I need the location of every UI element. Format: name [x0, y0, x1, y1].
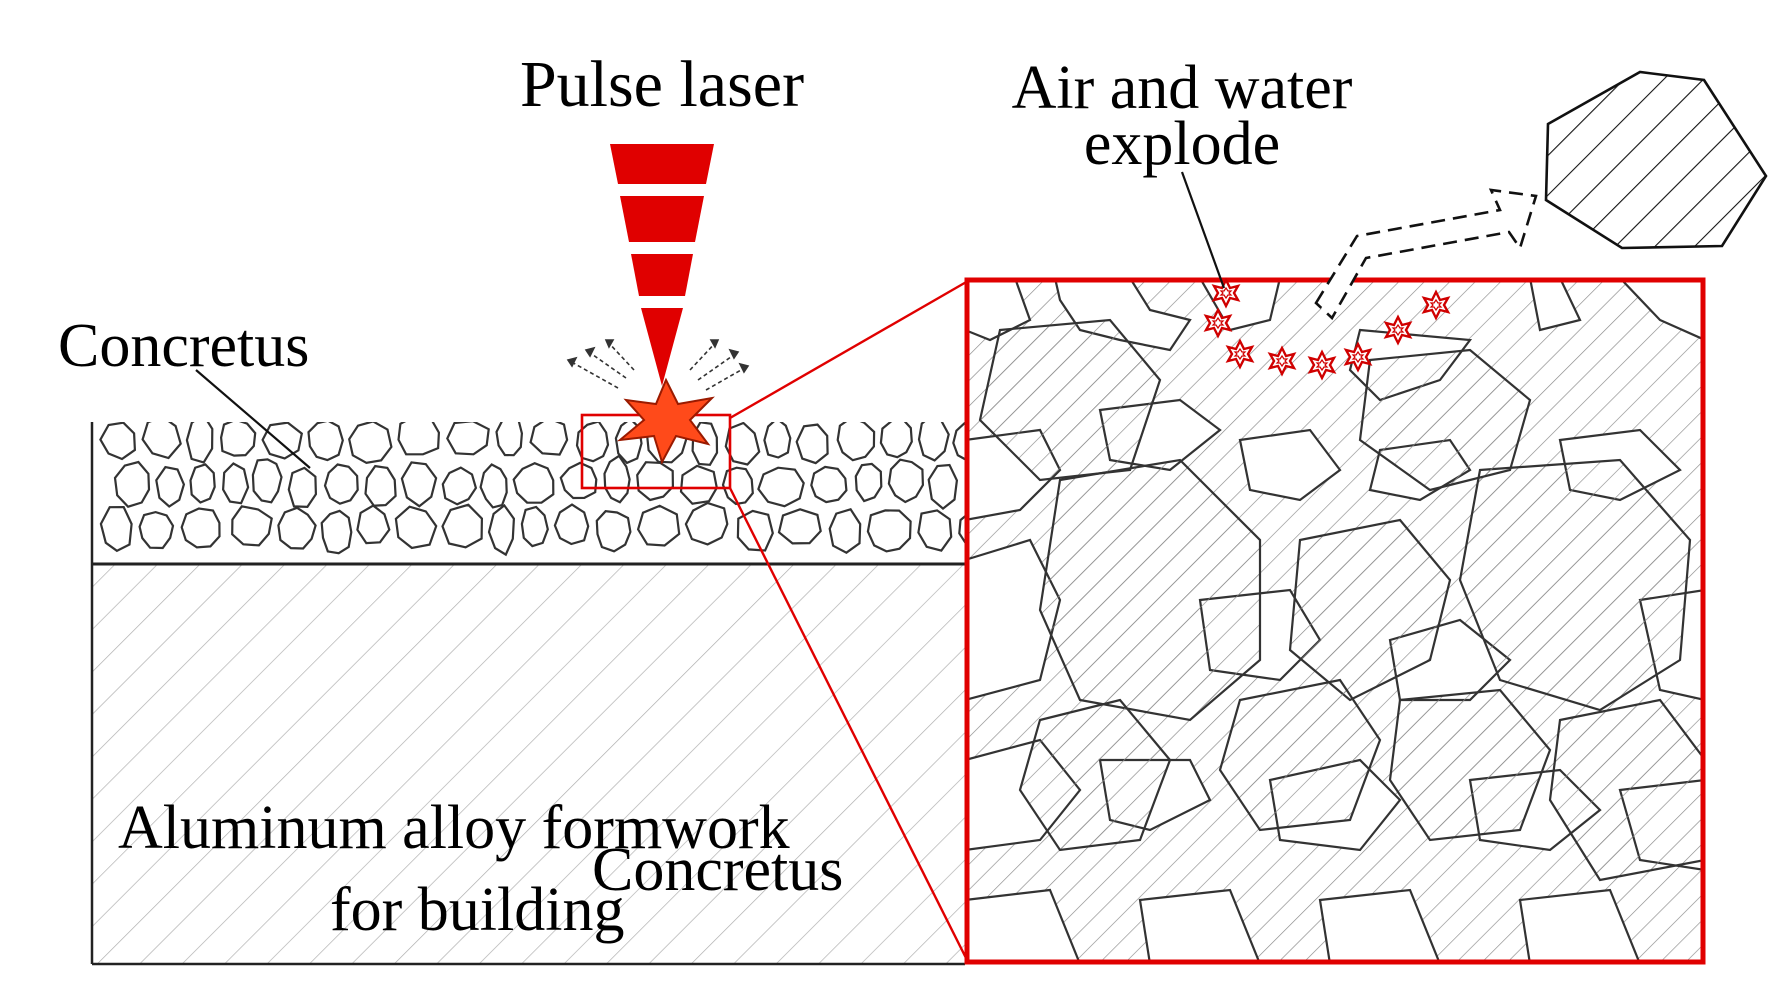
aggregate-stone-large [1358, 348, 1532, 492]
concretus-bottom-label: Concretus [592, 836, 843, 904]
aggregate-stone [763, 422, 792, 459]
aggregate-stone [446, 422, 490, 456]
aluminum-label-line1: Aluminum alloy formwork [118, 794, 790, 862]
dashed-arrow-icon [1314, 188, 1538, 321]
explosion-star-icon [616, 377, 715, 465]
aggregate-stone [364, 464, 397, 507]
aggregate-stone [679, 464, 718, 505]
aggregate-stone [512, 462, 555, 504]
aggregate-stone [441, 503, 484, 549]
aggregate-stone-large [1218, 678, 1382, 832]
mortar-region [965, 888, 1082, 964]
aggregate-stone [138, 510, 175, 550]
aggregate-stone [854, 462, 883, 503]
aggregate-stone [180, 507, 221, 549]
concrete-layer [90, 422, 965, 566]
aggregate-stone [520, 505, 549, 548]
aggregate-stone [595, 510, 632, 553]
mortar-region [1138, 888, 1262, 964]
aggregate-stone [320, 509, 353, 555]
aggregate-stone [636, 461, 675, 502]
debris-arrows [566, 339, 750, 391]
aggregate-stone [261, 422, 304, 460]
aggregate-stone [777, 508, 822, 545]
aggregate-stone [724, 422, 761, 466]
aggregate-stone [400, 461, 438, 508]
aggregate-stone [495, 422, 524, 457]
aggregate-stone [356, 504, 391, 545]
particle-icon [1544, 70, 1768, 250]
aggregate-stone [397, 422, 441, 456]
aggregate-stone [441, 466, 478, 506]
aggregate-stone [394, 505, 438, 550]
aggregate-stone [141, 422, 182, 460]
aggregate-stone [927, 463, 959, 511]
aggregate-stone [113, 460, 151, 508]
zoom-connector-lines [728, 279, 970, 963]
aggregate-stone [917, 422, 950, 462]
aggregate-stone [307, 422, 344, 462]
zoomed-concrete-inset [965, 278, 1705, 964]
aggregate-stone [636, 504, 681, 547]
aggregate-stone [185, 422, 214, 464]
aggregate-stone [866, 509, 912, 553]
laser-beam-icon [610, 144, 714, 386]
aggregate-stone-large [1038, 458, 1262, 722]
aggregate-stone-large [1458, 458, 1692, 712]
aggregate-stone [795, 423, 829, 465]
aluminum-formwork-substrate [90, 564, 965, 966]
aggregate-stone [189, 463, 216, 504]
aggregate-stone-large [1388, 688, 1552, 842]
aggregate-stone-large [978, 318, 1162, 482]
air-water-label-line1: Air and water [1012, 54, 1353, 122]
aggregate-stone [221, 462, 250, 505]
aggregate-stone [99, 505, 133, 553]
mortar-region [1618, 278, 1705, 342]
aggregate-stone [155, 465, 186, 508]
aggregate-stone [958, 514, 965, 545]
aggregate-stone [828, 508, 862, 554]
aggregate-stone [479, 463, 508, 509]
aggregate-stone [487, 503, 516, 557]
aggregate-stone [952, 422, 965, 461]
aggregate-stone [529, 422, 569, 456]
aggregate-stone [553, 503, 590, 546]
aggregate-stone [603, 454, 631, 504]
aggregate-stone [287, 466, 318, 509]
aggregate-stone [810, 465, 848, 504]
aggregate-stone [917, 509, 953, 552]
mortar-region [1318, 888, 1442, 964]
mortar-region [1528, 278, 1582, 332]
air-water-label-line2: explode [1084, 110, 1280, 178]
aggregate-stone [323, 463, 359, 505]
aggregate-stone [277, 506, 317, 550]
aggregate-stone [219, 422, 257, 457]
aggregate-stone [231, 505, 273, 547]
aggregate-stone [757, 466, 805, 508]
mortar-region [1518, 888, 1642, 964]
mortar-region [1238, 428, 1342, 502]
aluminum-label-line2: for building [330, 876, 624, 944]
aggregate-stone-large [1018, 698, 1172, 852]
aggregate-stone [348, 422, 393, 464]
concretus-top-label: Concretus [58, 312, 309, 380]
aggregate-stone-large [1548, 698, 1705, 882]
aggregate-stone [99, 422, 137, 461]
aggregate-stone [879, 422, 913, 459]
aggregate-stone [684, 501, 729, 546]
aggregate-stone [836, 422, 876, 462]
aggregate-stone-large [1288, 518, 1452, 702]
aggregate-stone [736, 509, 774, 552]
aggregate-stone [887, 458, 925, 504]
pulse-laser-label: Pulse laser [520, 48, 804, 121]
leader-lines [195, 171, 1226, 469]
aggregate-stone [575, 422, 610, 463]
mortar-region [965, 538, 1062, 702]
aggregate-stone [251, 458, 283, 504]
